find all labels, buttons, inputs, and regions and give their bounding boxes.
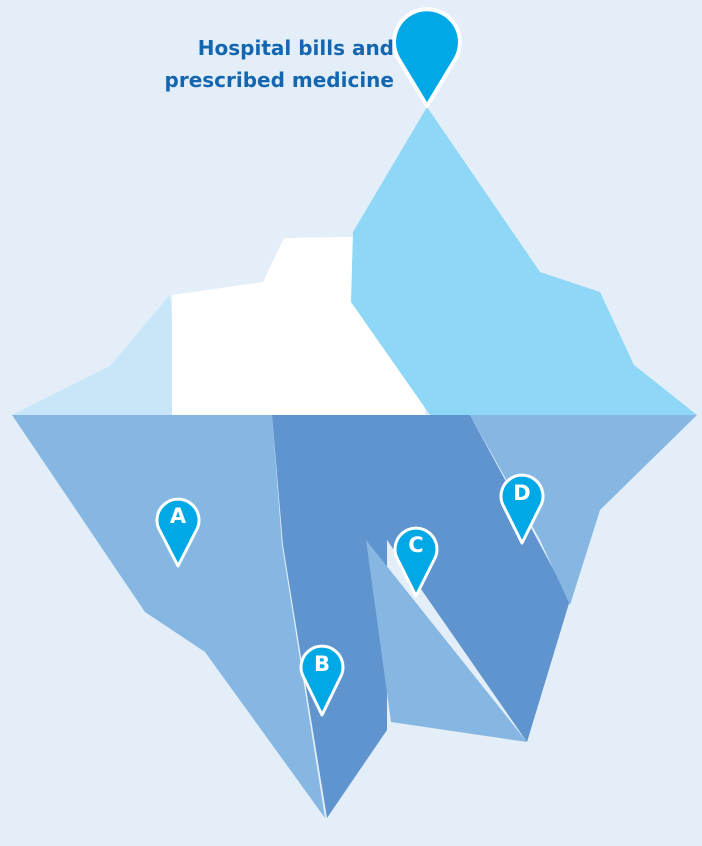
marker-c-label: C bbox=[408, 533, 423, 557]
marker-b-label: B bbox=[314, 652, 330, 676]
marker-d[interactable]: D bbox=[499, 473, 545, 545]
marker-d-label: D bbox=[513, 481, 530, 505]
map-pin-icon bbox=[299, 644, 345, 717]
under-facet-inner bbox=[366, 540, 527, 742]
callout-title-line-2: prescribed medicine bbox=[164, 68, 394, 92]
map-pin-icon bbox=[392, 7, 462, 108]
marker-a[interactable]: A bbox=[155, 497, 201, 568]
map-pin-icon bbox=[393, 526, 439, 598]
top-pin[interactable] bbox=[392, 7, 462, 108]
under-facet-left bbox=[12, 415, 325, 818]
iceberg-tip bbox=[12, 107, 697, 415]
tip-facet-pale bbox=[12, 295, 180, 415]
map-pin-icon bbox=[155, 497, 201, 568]
marker-a-label: A bbox=[170, 504, 187, 528]
tip-facet-white bbox=[172, 107, 427, 415]
under-facet-center bbox=[272, 415, 570, 818]
map-pin-icon bbox=[499, 473, 545, 545]
callout-title: Hospital bills and prescribed medicine bbox=[118, 32, 394, 96]
under-facet-right bbox=[470, 415, 697, 605]
marker-c[interactable]: C bbox=[393, 526, 439, 598]
iceberg-underwater bbox=[12, 415, 697, 818]
marker-b[interactable]: B bbox=[299, 644, 345, 717]
tip-facet-light bbox=[351, 107, 697, 415]
callout-title-line-1: Hospital bills and bbox=[197, 36, 394, 60]
